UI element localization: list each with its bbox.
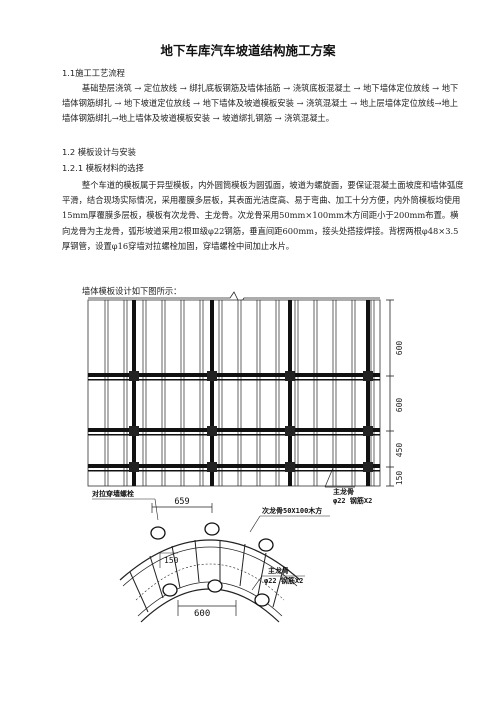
dim-600-a: 600 bbox=[395, 341, 404, 356]
main-keel-top-leader bbox=[324, 467, 355, 488]
right-dimension-line bbox=[386, 299, 394, 487]
section-1-2-1-body: 整个车道的模板属于异型模板，内外圆筒模板为圆弧面，坡道为螺旋面，要保证混凝土面坡… bbox=[62, 180, 464, 251]
top-break-line bbox=[88, 291, 380, 305]
document-title: 地下车库汽车坡道结构施工方案 bbox=[160, 43, 336, 58]
bolt-nodes bbox=[129, 371, 373, 472]
section-1-1-body: 基础垫层浇筑 → 定位放线 → 绑扎底板钢筋及墙体插筋 → 浇筑底板混凝土 → … bbox=[62, 83, 459, 124]
vertical-studs bbox=[104, 300, 375, 486]
main-keel-bottom-label: 主龙骨 bbox=[268, 566, 289, 575]
dim-150-box bbox=[159, 552, 178, 568]
section-1-1-heading: 1.1施工工艺流程 bbox=[62, 68, 125, 78]
main-keel-top-label: 主龙骨 bbox=[333, 487, 354, 496]
section-1-2-heading: 1.2 模板设计与安装 bbox=[62, 147, 136, 157]
dim-600-b: 600 bbox=[395, 398, 404, 413]
elevation-panel bbox=[87, 299, 381, 487]
secondary-keel-label: 次龙骨50X100木方 bbox=[262, 506, 322, 515]
curve-bolts bbox=[150, 522, 274, 607]
dim-659-line bbox=[151, 503, 213, 513]
dim-600-bottom: 600 bbox=[194, 609, 210, 619]
horizontal-main-keels bbox=[88, 373, 380, 472]
dim-659: 659 bbox=[174, 497, 189, 507]
section-1-2-1-heading: 1.2.1 模板材料的选择 bbox=[62, 163, 144, 173]
vertical-posts bbox=[132, 300, 370, 486]
main-keel-bottom-spec: φ22 钢筋X2 bbox=[264, 576, 303, 585]
right-dimension-values: 600 600 450 150 bbox=[395, 341, 404, 486]
dim-150-right: 150 bbox=[395, 471, 404, 486]
dim-600-bottom-line bbox=[177, 600, 237, 616]
tie-bolt-label: 对拉穿墙螺栓 bbox=[92, 489, 134, 498]
dim-450: 450 bbox=[395, 443, 404, 458]
dim-150-inner: 150 bbox=[164, 556, 179, 565]
figure-caption: 墙体模板设计如下图所示： bbox=[81, 286, 182, 296]
main-keel-top-spec: φ22 钢筋X2 bbox=[333, 496, 372, 505]
